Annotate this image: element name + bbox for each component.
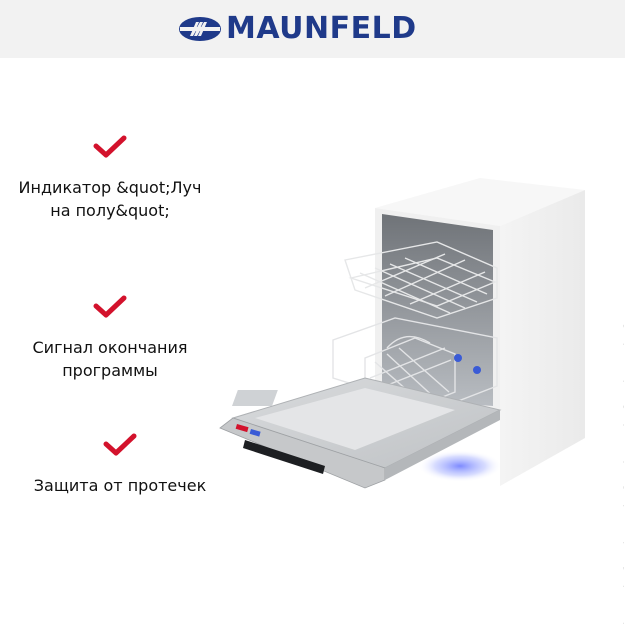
feature-leak-protection: Защита от протечек: [20, 432, 220, 497]
feature-end-signal: Сигнал окончания программы: [10, 294, 210, 382]
check-icon: [93, 135, 127, 158]
dishwasher-image: [219, 178, 585, 489]
check-icon: [103, 433, 137, 456]
check-icon: [93, 295, 127, 318]
feature-floor-beam: Индикатор &quot;Луч на полу&quot;: [10, 134, 210, 222]
maunfeld-logo-mark-icon: [179, 17, 221, 41]
watermark: hausdorf.ru hausdorf.ru hausdorf.ru haus…: [604, 80, 624, 625]
feature-label: Индикатор &quot;Луч на полу&quot;: [18, 178, 202, 220]
watermark-text: hausdorf.ru hausdorf.ru hausdorf.ru haus…: [620, 306, 624, 625]
brand-logo: MAUNFELD: [178, 12, 417, 46]
feature-label: Защита от протечек: [33, 476, 207, 495]
header-band: MAUNFELD: [0, 0, 625, 58]
brand-name: MAUNFELD: [226, 11, 417, 46]
feature-label: Сигнал окончания программы: [32, 338, 188, 380]
